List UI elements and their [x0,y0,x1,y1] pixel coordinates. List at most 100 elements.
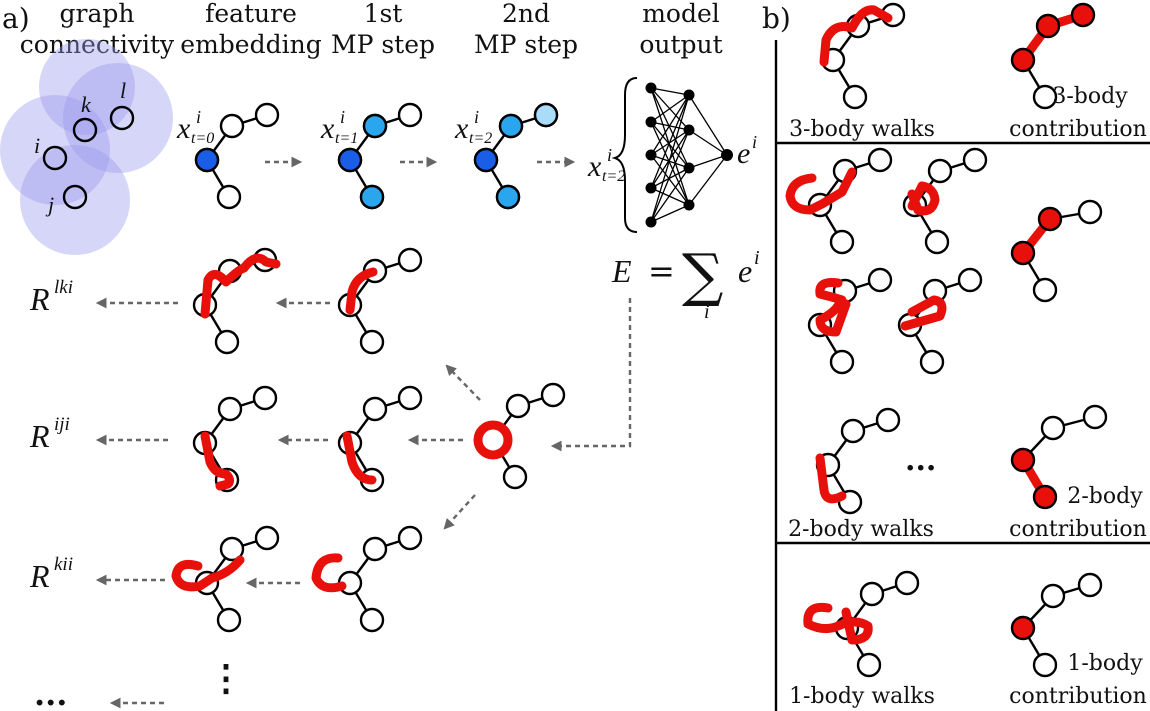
nn-connection [650,87,690,206]
nn-connection [650,167,690,223]
walk-2body-d [900,295,947,331]
label-3body-contribution: contribution [1009,117,1147,142]
column-headers: graph connectivity feature embedding 1st… [20,0,723,59]
nn-neuron [683,89,695,101]
x-sub: t=2 [602,168,625,185]
x-base: x [587,150,602,183]
label-1body-walks: 1-body walks [789,684,935,709]
cutoff-sphere-j [20,145,130,255]
atomic-energy-label: e i [737,132,757,170]
row-kii: R kii [29,525,423,633]
contribution-3body-molecule [1010,2,1096,110]
walk-lki-step1 [345,267,378,315]
label-3body-walks: 3-body walks [789,117,935,142]
nn-connection [688,154,728,206]
nn-connection [650,121,690,206]
atom-label-k: k [81,92,92,117]
label-1body: 1-body [1067,651,1143,676]
mp-step-1-molecule [337,102,423,210]
energy-E: E [611,253,632,289]
node-j-t1 [359,184,385,210]
nn-connection [688,94,728,156]
panel-b-frame [774,40,1150,711]
nn-connection [650,94,690,189]
energy-sum: ∑ [682,241,723,309]
x-sub: t=1 [335,130,358,147]
walk-lki-embedding [200,253,281,319]
e-sup: i [752,132,757,152]
nn-neuron [683,162,695,174]
arrow-branch-down [443,494,476,530]
x-sup: i [196,107,201,127]
header-graph: graph [60,0,135,28]
graph-connectivity: k l i j [0,39,173,255]
nn-connection [650,187,690,206]
walk-1body [803,602,873,645]
row-iji: R iji [29,385,423,493]
nn-neuron [683,199,695,211]
nn-neuron [683,124,695,136]
header-output: output [639,30,722,59]
x-base: x [454,112,469,145]
mp-step-2-molecule [473,102,559,210]
section-1-body: 1-body walks 1-body contribution [789,570,1147,709]
x-sup: i [607,145,612,165]
ellipsis-2body: ... [905,443,936,478]
row-label-sup: lki [54,277,73,298]
nn-connection [688,129,728,156]
walk-2body-b [907,181,940,216]
feature-label-t1: x i t=1 [320,107,358,147]
header-feature: feature [205,0,297,28]
cutoff-sphere-l [63,63,173,173]
neural-network [611,77,733,233]
contribution-2body-a-molecule [1010,199,1103,303]
x-sup: i [340,107,345,127]
x-base: x [320,112,335,145]
x-sub: t=0 [191,130,214,147]
walk-kii-embedding [171,555,245,592]
node-k-t1 [362,113,388,139]
section-3-body: 3-body walks 3-body contribution [789,2,1147,142]
nn-connection [650,94,690,156]
atom-i [42,145,68,171]
walk-2body-a [785,167,857,215]
nn-connection [688,154,728,169]
nn-connection [650,94,690,123]
energy-equation: E = ∑ i e i [611,241,760,323]
atom-j [62,184,88,210]
atom-label-l: l [120,78,126,103]
energy-equals: = [648,252,675,290]
header-embedding: embedding [180,30,321,59]
atom-label-j: j [45,192,54,217]
energy-e-sup: i [754,247,760,269]
nn-connection [650,154,690,169]
atom-label-i: i [34,133,40,158]
header-mp-step-1: MP step [331,30,435,59]
row-label-R: R [29,281,50,317]
nn-connection [650,121,690,169]
walk-2body-e [815,453,847,504]
atom-k [72,117,98,143]
walk-2body-c [815,278,851,337]
nn-neuron [645,116,657,128]
nn-neuron [645,149,657,161]
x-sup: i [474,107,479,127]
energy-e: e [738,253,752,289]
header-model: model [642,0,720,28]
row-label-R: R [29,558,50,594]
node-j-t2 [495,184,521,210]
header-1st: 1st [364,0,403,28]
gradient-source-molecule [473,382,566,490]
cutoff-sphere-k [0,95,110,205]
node-l-t2 [533,102,559,128]
node-central-t0 [194,147,220,173]
nn-connection [650,129,690,223]
cutoff-sphere-i [39,39,135,135]
node-central-t2 [473,147,499,173]
header-2nd: 2nd [502,0,550,28]
backprop-arrow [550,298,632,452]
nn-neuron [645,216,657,228]
label-2body: 2-body [1067,484,1143,509]
